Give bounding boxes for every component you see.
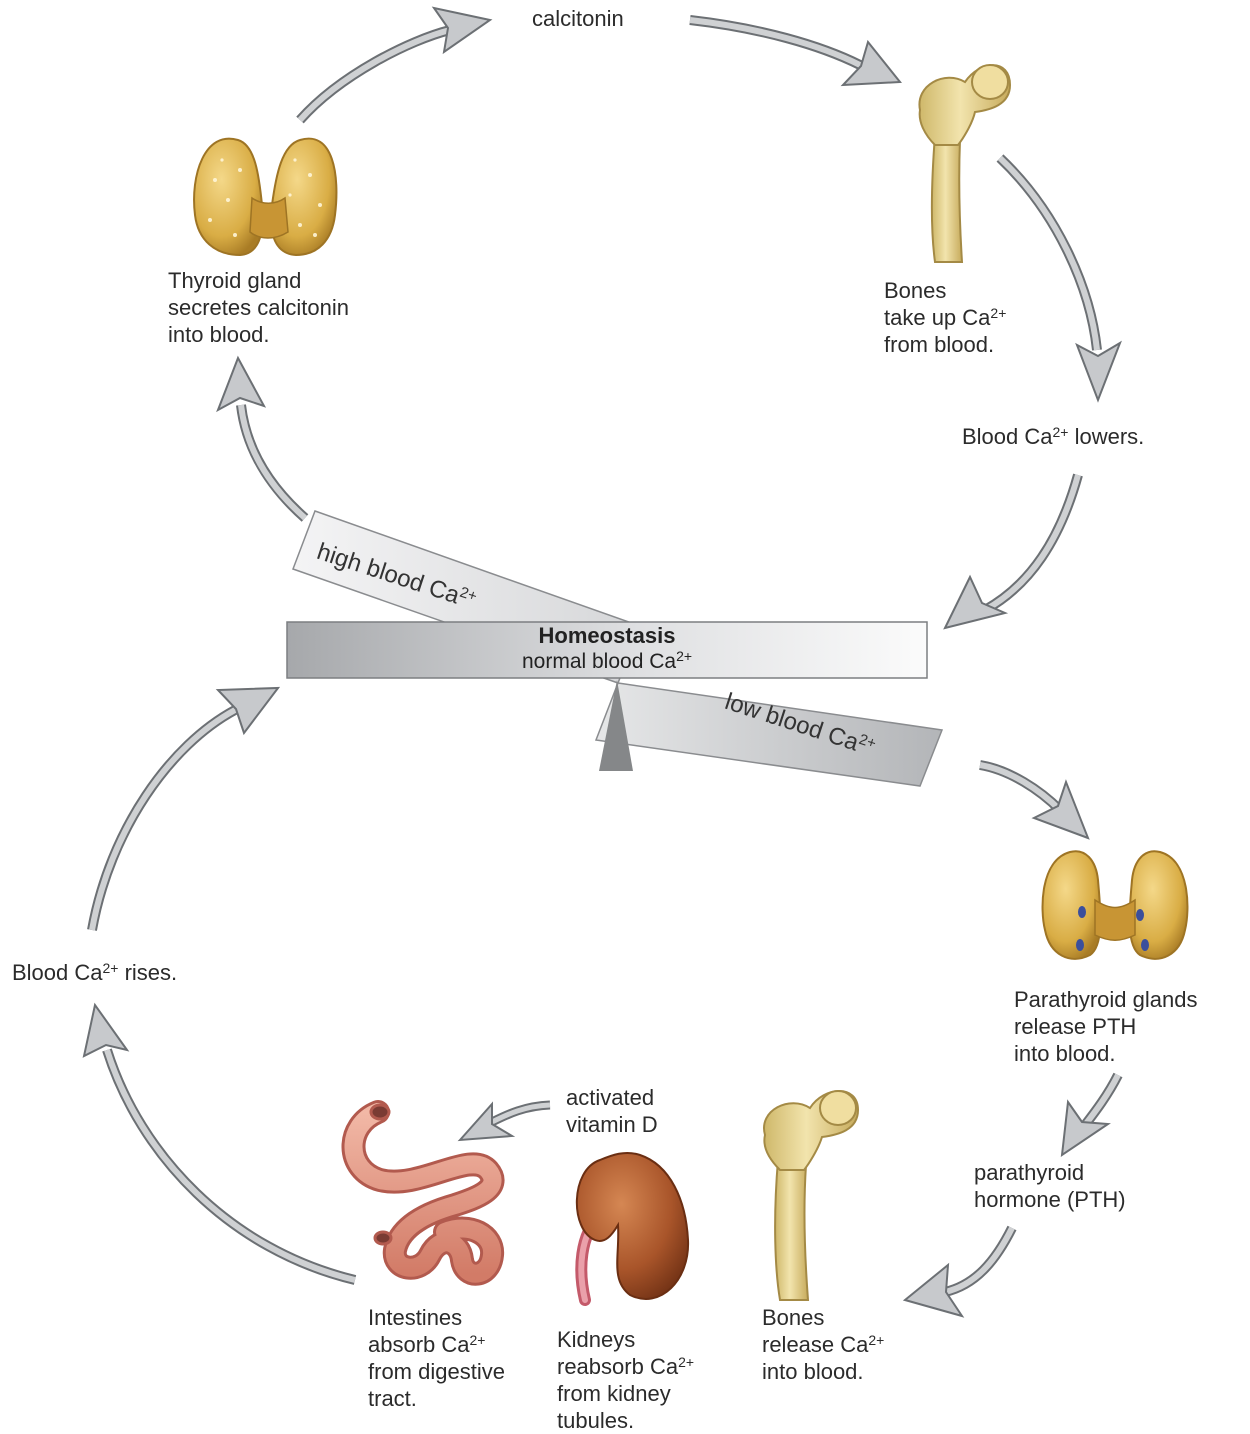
thyroid-gland-image (194, 139, 336, 255)
kidneys-label: Kidneys reabsorb Ca2+ from kidney tubule… (557, 1326, 694, 1434)
homeostasis-subtitle: normal blood Ca2+ (287, 649, 927, 675)
arrow-parathyroid-to-pth (1062, 1075, 1118, 1155)
pth-label: parathyroid hormone (PTH) (974, 1159, 1126, 1213)
kidney-image (577, 1153, 688, 1300)
bone-image-bottom (764, 1091, 858, 1300)
activated-vitamin-d-label: activated vitamin D (566, 1084, 658, 1138)
arrow-low-to-parathyroid (980, 765, 1088, 838)
blood-ca-rises-label: Blood Ca2+ rises. (12, 959, 177, 986)
arrow-rises-to-homeostasis (92, 688, 278, 930)
blood-ca-lowers-label: Blood Ca2+ lowers. (962, 423, 1144, 450)
homeostasis-title: Homeostasis (287, 622, 927, 649)
arrow-bones-to-lowers (1000, 158, 1120, 400)
arrow-thyroid-to-calcitonin (300, 8, 490, 120)
arrow-intestines-to-rises (84, 1005, 355, 1280)
arrow-pth-to-bones (905, 1228, 1012, 1316)
bones-take-up-label: Bones take up Ca2+ from blood. (884, 277, 1006, 358)
parathyroid-label: Parathyroid glands release PTH into bloo… (1014, 986, 1197, 1067)
arrow-calcitonin-to-bones (690, 20, 900, 85)
bone-image-top (919, 65, 1010, 262)
homeostasis-label: Homeostasis normal blood Ca2+ (287, 622, 927, 675)
arrow-high-to-thyroid (218, 358, 305, 518)
thyroid-gland-label: Thyroid gland secretes calcitonin into b… (168, 267, 349, 348)
arrow-lowers-to-homeostasis (945, 475, 1078, 628)
calcitonin-label: calcitonin (532, 5, 624, 32)
arrow-vitd-to-intestines (460, 1104, 550, 1140)
intestines-label: Intestines absorb Ca2+ from digestive tr… (368, 1304, 505, 1412)
low-blood-ca-bar (596, 683, 942, 786)
parathyroid-gland-image (1043, 851, 1188, 959)
bones-release-label: Bones release Ca2+ into blood. (762, 1304, 884, 1385)
